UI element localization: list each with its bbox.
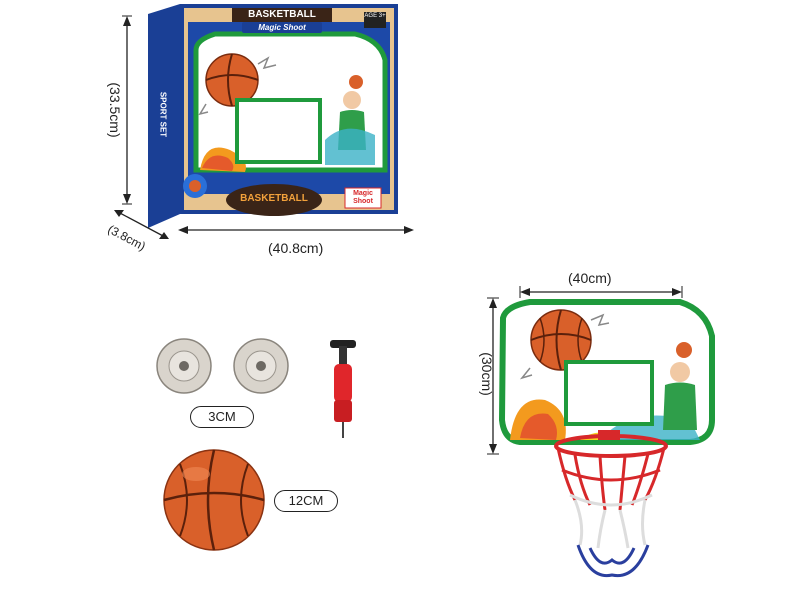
box-target-square: [235, 98, 322, 164]
backboard-height-label: (30cm): [479, 352, 495, 396]
ball-size-label: 12CM: [274, 490, 338, 512]
box-top-banner: [232, 8, 332, 22]
box-brand-logo: Magic Shoot: [258, 23, 306, 32]
hoop-rim: [554, 434, 668, 458]
box-side-panel: [148, 4, 180, 228]
air-pump: [330, 340, 356, 438]
backboard-width-label: (40cm): [568, 270, 612, 286]
box-age-label: AGE 3+: [364, 13, 386, 19]
box-bottom-logo-bg: [226, 184, 322, 216]
box-width-label: (40.8cm): [268, 240, 324, 256]
box-height-label: (33.5cm): [107, 82, 123, 138]
toy-basketball: [163, 449, 265, 551]
box-depth-arrow: [117, 211, 166, 238]
backboard-target-square: [564, 360, 654, 426]
box-side-text: SPORT SET: [158, 91, 168, 138]
sucker-size-label: 3CM: [190, 406, 254, 428]
box-top-banner-text: BASKETBALL: [248, 9, 316, 20]
box-bottom-logo: BASKETBALL: [240, 193, 308, 204]
box-corner-badge: Magic Shoot: [353, 190, 373, 205]
hoop-net: [556, 447, 666, 578]
suction-cups: [156, 338, 289, 394]
